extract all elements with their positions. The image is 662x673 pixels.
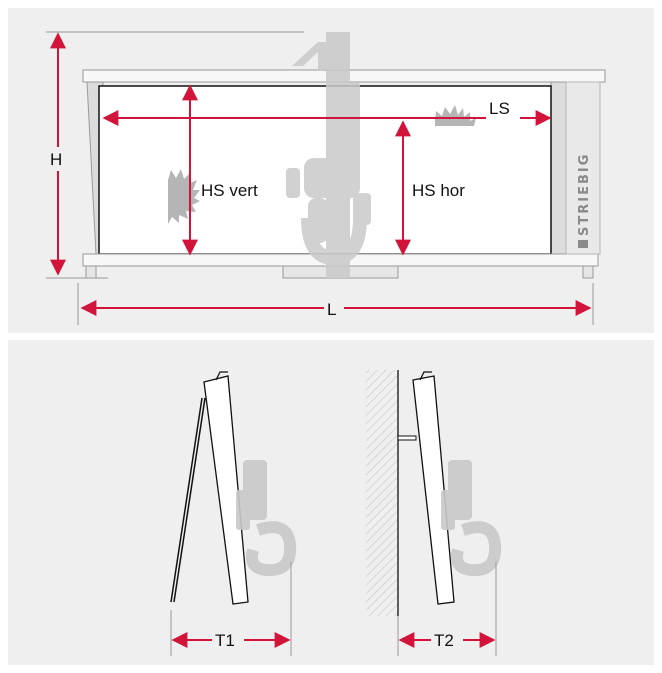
side-view-panel: T1 T2 bbox=[8, 340, 654, 665]
free-standing-side-view: T1 bbox=[170, 371, 297, 656]
horizontal-cut-label: HS hor bbox=[412, 181, 465, 200]
front-view-diagram: STRIEBIG H L LS HS vert HS hor bbox=[46, 31, 606, 325]
wall bbox=[366, 370, 398, 616]
saw-carriage bbox=[286, 32, 371, 278]
length-label: L bbox=[327, 300, 336, 319]
front-view-panel: STRIEBIG H L LS HS vert HS hor bbox=[8, 8, 654, 333]
svg-text:STRIEBIG: STRIEBIG bbox=[577, 153, 592, 236]
side-view-diagram: T1 T2 bbox=[170, 370, 502, 656]
brand-column bbox=[565, 81, 601, 255]
depth-leaning-label: T1 bbox=[215, 631, 235, 650]
brand-logo: STRIEBIG bbox=[577, 153, 592, 248]
saw-unit-side bbox=[441, 460, 502, 577]
wall-bracket bbox=[397, 435, 417, 441]
saw-frame-side bbox=[203, 375, 249, 605]
saw-frame-side bbox=[412, 375, 455, 605]
wall-mounted-side-view: T2 bbox=[366, 370, 502, 656]
depth-wall-label: T2 bbox=[434, 631, 454, 650]
height-label: H bbox=[50, 150, 62, 169]
saw-unit-side bbox=[236, 460, 297, 577]
vertical-cut-label: HS vert bbox=[201, 181, 258, 200]
support-leg bbox=[170, 397, 203, 603]
saw-travel-label: LS bbox=[489, 99, 510, 118]
